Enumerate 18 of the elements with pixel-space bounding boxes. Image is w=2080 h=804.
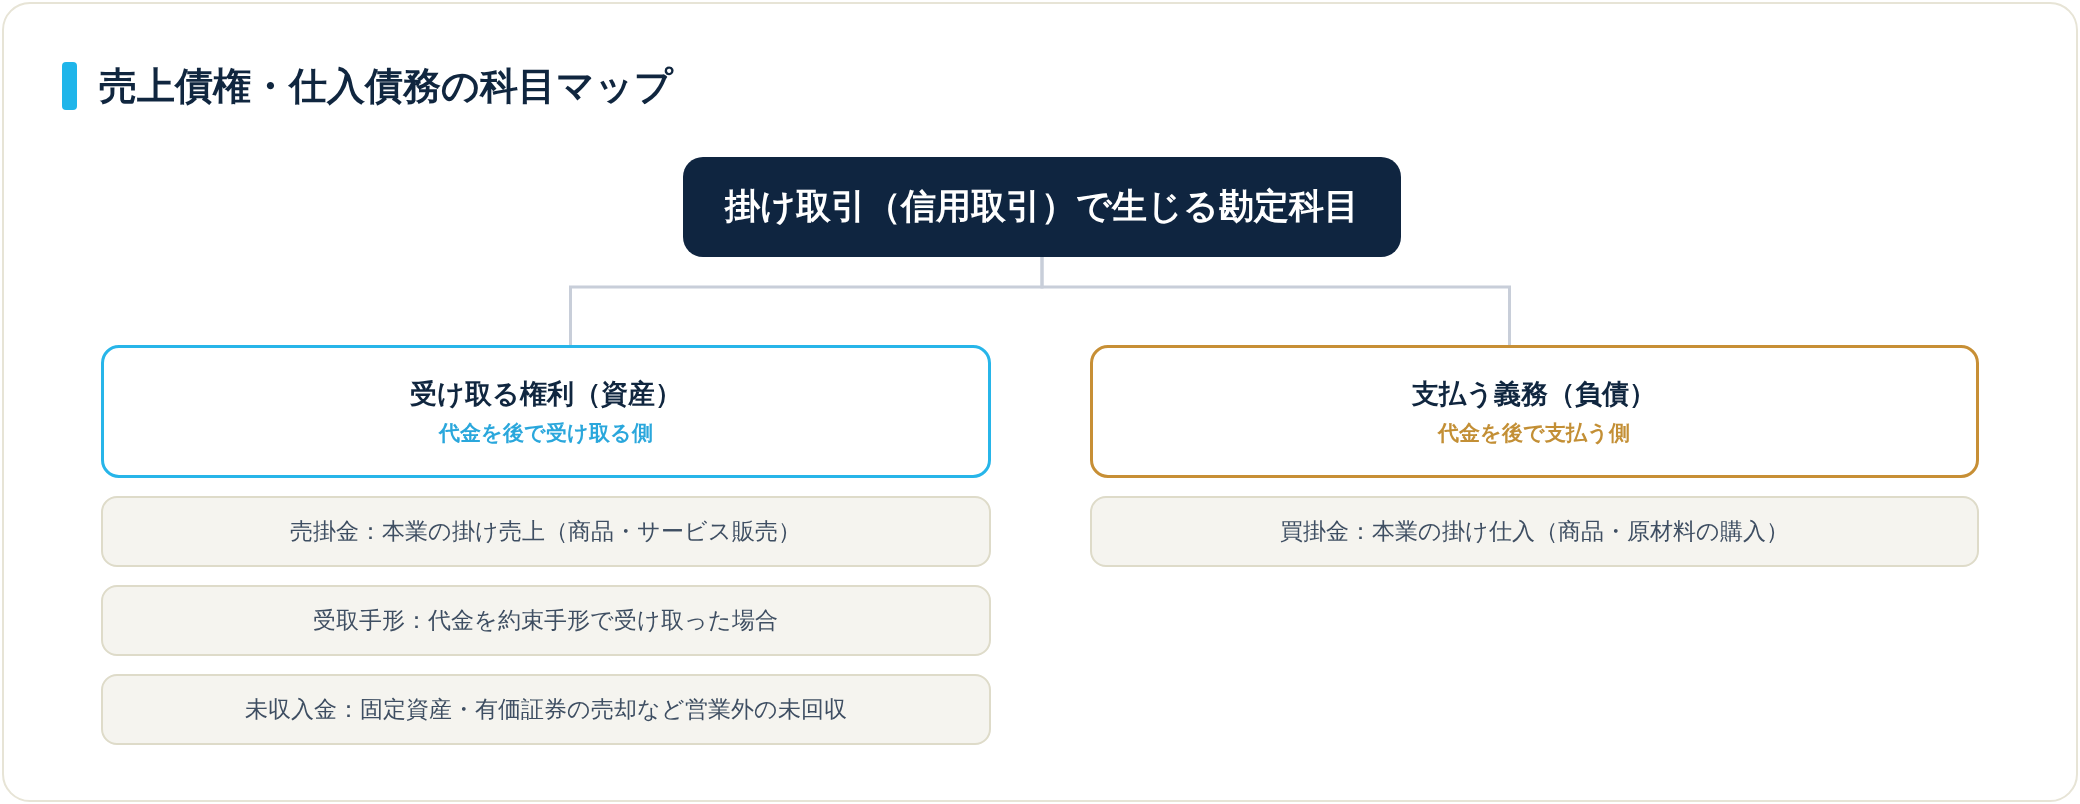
category-box xyxy=(101,345,991,478)
account-item-box xyxy=(1089,496,1979,567)
connector-line xyxy=(1040,257,1511,345)
account-item-text: 受取手形：代金を約束手形で受け取った場合 xyxy=(313,606,779,635)
root-label: 掛け取引（信用取引）で生じる勘定科目 xyxy=(725,185,1359,229)
account-item-box xyxy=(101,496,991,567)
account-item-text: 未収入金：固定資産・有価証券の売却など営業外の未回収 xyxy=(244,695,847,724)
category-heading: 受け取る権利（資産） xyxy=(409,376,682,411)
root-box xyxy=(683,157,1401,257)
account-item-text: 売掛金：本業の掛け売上（商品・サービス販売） xyxy=(290,517,802,546)
account-item-box xyxy=(101,674,991,745)
category-box xyxy=(1089,345,1979,478)
diagram-title: 売上債権・仕入債務の科目マップ xyxy=(99,67,673,105)
account-item-text: 買掛金：本業の掛け仕入（商品・原材料の購入） xyxy=(1279,517,1789,546)
category-heading: 支払う義務（負債） xyxy=(1412,376,1657,411)
category-subtitle: 代金を後で受け取る側 xyxy=(438,420,653,447)
category-subtitle: 代金を後で支払う側 xyxy=(1438,420,1631,447)
account-item-box xyxy=(101,585,991,656)
